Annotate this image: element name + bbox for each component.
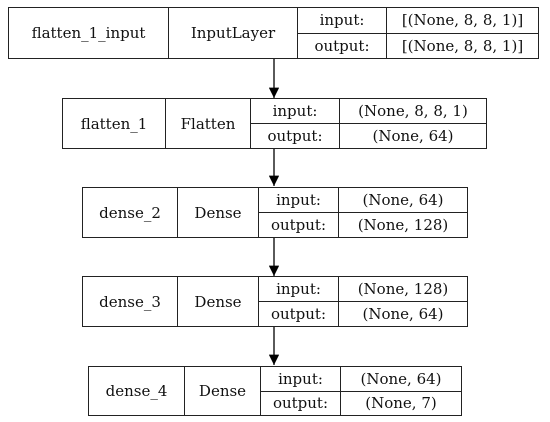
input-label: input: — [278, 369, 323, 388]
io-values: (None, 64) (None, 7) — [341, 367, 461, 415]
output-label: output: — [298, 32, 386, 59]
io-labels: input: output: — [251, 99, 340, 148]
input-label: input: — [276, 191, 321, 209]
input-shape: (None, 8, 8, 1) — [358, 102, 468, 120]
input-shape: (None, 128) — [357, 280, 449, 298]
layer-type: Dense — [185, 367, 261, 415]
node-flatten_1: flatten_1 Flatten input: output: (None, … — [62, 98, 487, 149]
output-shape: [(None, 8, 8, 1)] — [387, 32, 538, 59]
node-dense_4: dense_4 Dense input: output: (None, 64) … — [88, 366, 462, 416]
layer-type: Dense — [178, 188, 259, 237]
io-labels: input: output: — [259, 188, 339, 237]
io-values: (None, 8, 8, 1) (None, 64) — [340, 99, 486, 148]
output-label: output: — [259, 301, 338, 326]
layer-name: dense_3 — [83, 277, 178, 326]
io-labels: input: output: — [298, 8, 387, 58]
layer-name: dense_2 — [83, 188, 178, 237]
node-flatten_1_input: flatten_1_input InputLayer input: output… — [8, 7, 539, 59]
io-labels: input: output: — [261, 367, 341, 415]
node-dense_2: dense_2 Dense input: output: (None, 64) … — [82, 187, 468, 238]
io-labels: input: output: — [259, 277, 339, 326]
input-label: input: — [276, 280, 321, 298]
output-shape: (None, 64) — [339, 301, 467, 326]
layer-type: InputLayer — [169, 8, 298, 58]
layer-name: flatten_1_input — [9, 8, 169, 58]
input-label: input: — [272, 102, 318, 120]
layer-name: dense_4 — [89, 367, 185, 415]
node-dense_3: dense_3 Dense input: output: (None, 128)… — [82, 276, 468, 327]
output-label: output: — [251, 123, 339, 148]
input-shape: [(None, 8, 8, 1)] — [401, 11, 524, 30]
output-shape: (None, 64) — [340, 123, 486, 148]
output-shape: (None, 128) — [339, 212, 467, 237]
layer-type: Flatten — [166, 99, 251, 148]
input-shape: (None, 64) — [360, 369, 442, 388]
input-shape: (None, 64) — [362, 191, 444, 209]
io-values: (None, 128) (None, 64) — [339, 277, 467, 326]
layer-name: flatten_1 — [63, 99, 166, 148]
output-shape: (None, 7) — [341, 390, 461, 416]
input-label: input: — [319, 11, 365, 30]
layer-type: Dense — [178, 277, 259, 326]
output-label: output: — [261, 390, 340, 416]
io-values: (None, 64) (None, 128) — [339, 188, 467, 237]
output-label: output: — [259, 212, 338, 237]
io-values: [(None, 8, 8, 1)] [(None, 8, 8, 1)] — [387, 8, 538, 58]
